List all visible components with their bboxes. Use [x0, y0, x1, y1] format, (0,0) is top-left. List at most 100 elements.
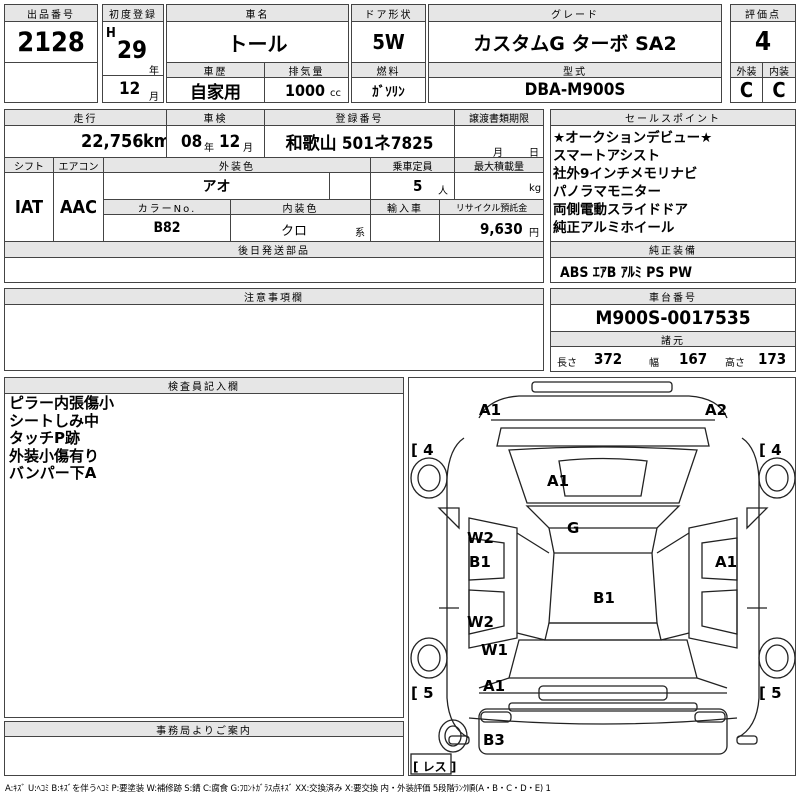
transfer-month: 月 [493, 148, 503, 158]
car-outline [410, 381, 795, 775]
sales-item: スマートアシスト [553, 148, 661, 164]
model-label: 型式 [428, 62, 722, 78]
lot-blank [4, 62, 98, 103]
ext-color: アオ [103, 172, 330, 200]
inspector-line: タッチP跡 [9, 429, 80, 447]
inspector-line: 外装小傷有り [9, 446, 100, 465]
history: 自家用 [166, 77, 265, 103]
height-value: 173 [758, 350, 787, 368]
ext-color-label: 外装色 [103, 157, 371, 173]
ac: AAC [53, 172, 104, 242]
tire-depth-rr: [ 5 [759, 684, 782, 702]
dimensions: 長さ 372 幅 167 高さ 173 [550, 346, 796, 372]
inspector-line: シートしみ中 [9, 411, 100, 430]
mileage-label: 走行 [4, 109, 167, 126]
grade-label: グレード [428, 4, 722, 22]
sales-item: パノラマモニター [553, 184, 661, 200]
inspector-line: バンパー下A [9, 464, 97, 482]
car-diagram: A1 A2 A1 G W2 B1 A1 B1 W2 W1 A1 B3 [ 4 [… [408, 377, 796, 776]
recycle-value: 9,630 [480, 220, 523, 238]
door-type: 5W [351, 21, 426, 63]
tire-value: 5 [423, 684, 434, 702]
insp-month-unit: 月 [243, 143, 253, 154]
int-label: 内装 [762, 62, 796, 78]
damage-mark: B3 [483, 731, 505, 749]
tire-depth-rl: [ 5 [411, 684, 434, 702]
shift-label: シフト [4, 157, 54, 173]
year-unit: 年 [149, 66, 159, 76]
int-color-unit: 系 [355, 228, 365, 239]
capacity-label: 乗車定員 [370, 157, 455, 173]
insp-year: 08 [181, 132, 203, 152]
insp-month: 12 [219, 132, 241, 152]
equipment: ABS ｴｱB ｱﾙﾐ PS PW [550, 257, 796, 283]
tire-value: 4 [423, 441, 434, 459]
spare-value: レス [422, 760, 447, 774]
spec-label: 諸元 [550, 331, 796, 347]
damage-mark: A1 [715, 553, 738, 571]
inspector-line: ピラー内張傷小 [9, 394, 115, 412]
chassis-label: 車台番号 [550, 288, 796, 305]
displacement: 1000 cc [264, 77, 349, 103]
mileage-unit: km [143, 131, 166, 152]
damage-mark: W2 [467, 529, 494, 547]
sales-points: ★オークションデビュー★ スマートアシスト 社外9インチメモリナビ パノラマモニ… [550, 125, 796, 242]
disp-value: 1000 [285, 81, 326, 100]
transfer-label: 譲渡書類期限 [454, 109, 544, 126]
shift: IAT [4, 172, 54, 242]
transfer-deadline: 月 日 [454, 125, 544, 158]
history-label: 車歴 [166, 62, 265, 78]
capacity-value: 5 [413, 177, 423, 195]
tire-depth-fl: [ 4 [411, 441, 434, 459]
int-score: C [762, 77, 796, 103]
fuel-label: 燃料 [351, 62, 426, 78]
sales-item: 社外9インチメモリナビ [553, 166, 698, 182]
int-color-value: クロ [281, 224, 308, 239]
damage-mark: G [567, 519, 580, 537]
grade: カスタムG ターボ SA2 [428, 21, 722, 63]
inspector-list: ピラー内張傷小 シートしみ中 タッチP跡 外装小傷有り バンパー下A [9, 394, 115, 483]
damage-mark: W1 [481, 641, 508, 659]
lot-number: 2128 [4, 21, 98, 63]
tire-value: 4 [771, 441, 782, 459]
damage-mark: B1 [593, 589, 615, 607]
mileage: 22,756 km [4, 125, 167, 158]
color-no: B82 [103, 214, 231, 242]
score-label: 評価点 [730, 4, 796, 22]
plate: 和歌山 501ネ7825 [264, 125, 455, 158]
damage-mark: B1 [469, 553, 491, 571]
model: DBA-M900S [428, 77, 722, 103]
import [370, 214, 440, 242]
tire-value: 5 [771, 684, 782, 702]
inspector-label: 検査員記入欄 [4, 377, 404, 394]
chassis-number: M900S-0017535 [550, 304, 796, 332]
sales-list: ★オークションデビュー★ スマートアシスト 社外9インチメモリナビ パノラマモニ… [553, 129, 712, 237]
sales-item: 純正アルミホイール [553, 220, 675, 236]
transfer-day: 日 [529, 148, 539, 158]
lot-label: 出品番号 [4, 4, 98, 22]
load-label: 最大積載量 [454, 157, 544, 173]
first-reg-month: 12 月 [102, 75, 164, 103]
int-color: クロ 系 [230, 214, 371, 242]
width-label: 幅 [649, 358, 659, 369]
import-label: 輸入車 [370, 199, 440, 215]
ext-label: 外装 [730, 62, 763, 78]
damage-mark: A1 [547, 472, 570, 490]
office-label: 事務局よりご案内 [4, 721, 404, 737]
door-label: ドア形状 [351, 4, 426, 22]
reg-year: 29 [117, 36, 148, 64]
disp-label: 排気量 [264, 62, 349, 78]
capacity: 5 人 [370, 172, 455, 200]
ext-score: C [730, 77, 763, 103]
mileage-value: 22,756 [81, 131, 144, 152]
ext-color-blank [329, 172, 371, 200]
inspection-label: 車検 [166, 109, 265, 126]
legend: A:ｷｽﾞ U:ﾍｺﾐ B:ｷｽﾞを伴うﾍｺﾐ P:要塗装 W:補修跡 S:錆 … [5, 784, 551, 794]
width-value: 167 [679, 350, 708, 368]
height-label: 高さ [725, 358, 745, 369]
inspector-notes: ピラー内張傷小 シートしみ中 タッチP跡 外装小傷有り バンパー下A [4, 393, 404, 718]
sales-item: ★オークションデビュー★ [553, 130, 713, 146]
int-color-label: 内装色 [230, 199, 371, 215]
era: H [106, 26, 116, 41]
score: 4 [730, 21, 796, 63]
